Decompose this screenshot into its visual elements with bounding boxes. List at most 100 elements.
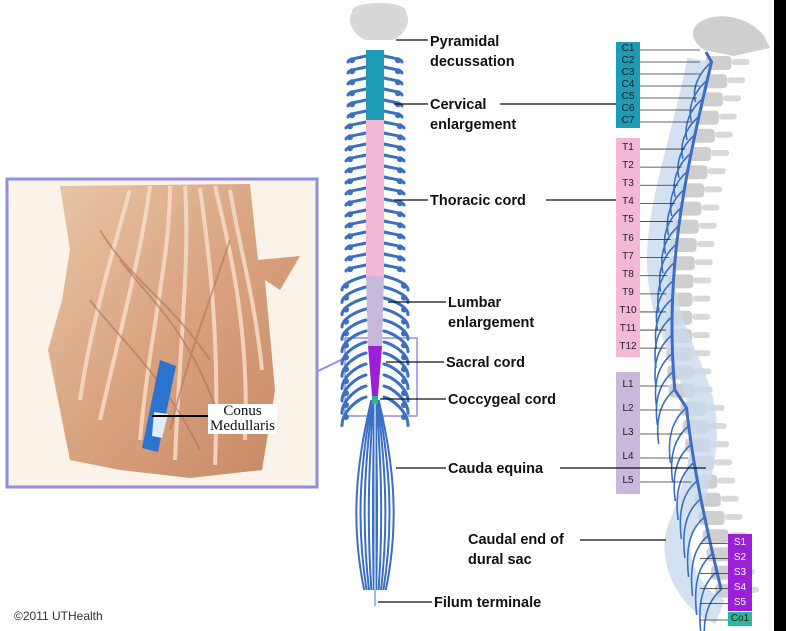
ganglion xyxy=(347,145,353,152)
spine-nerve xyxy=(673,443,692,502)
spine-nerve xyxy=(686,516,706,578)
ganglion xyxy=(343,282,349,289)
ganglion xyxy=(347,200,353,207)
segment-block-sacral xyxy=(728,534,752,611)
ganglion xyxy=(397,222,403,229)
ganglion xyxy=(397,211,403,218)
spine-nerve xyxy=(663,206,682,255)
label-coccygeal-cord: Coccygeal cord xyxy=(448,392,556,408)
ganglion xyxy=(347,211,353,218)
segment-label: C2 xyxy=(621,55,635,66)
segment-label: T7 xyxy=(622,250,634,262)
vertebra-process xyxy=(718,113,737,120)
ganglion xyxy=(401,318,407,325)
nerve-root xyxy=(340,274,368,292)
cord-lumbar xyxy=(366,276,384,346)
segment-label: T12 xyxy=(619,341,637,353)
spine-nerve xyxy=(685,97,704,141)
vertebra-process xyxy=(692,295,711,302)
label-line: Medullaris xyxy=(210,418,275,434)
ganglion xyxy=(395,57,401,64)
nerve-root xyxy=(340,351,368,378)
cord-thoracic xyxy=(366,120,384,276)
segment-label: L1 xyxy=(622,379,634,390)
ganglion xyxy=(397,255,403,262)
ganglion xyxy=(347,189,353,196)
ganglion xyxy=(395,90,401,97)
ganglion xyxy=(347,156,353,163)
nerve-root xyxy=(344,219,368,229)
label-caudal-end-dural-sac: Caudal end of dural sac xyxy=(468,530,564,570)
cauda-strand xyxy=(359,399,374,591)
nerve-root xyxy=(344,252,368,262)
nerve-root xyxy=(340,318,368,341)
ganglion xyxy=(343,378,349,385)
ganglion xyxy=(347,123,353,130)
segment-label: C4 xyxy=(621,79,635,90)
ganglion xyxy=(397,266,403,273)
ganglion xyxy=(349,68,355,75)
vertebra-process xyxy=(714,459,733,466)
inset-frame xyxy=(5,177,319,489)
segment-label: Co1 xyxy=(730,613,750,624)
segment-block-thoracic xyxy=(616,138,640,358)
segment-label: L5 xyxy=(622,475,634,486)
nerve-root xyxy=(344,153,368,163)
segment-label: L4 xyxy=(622,451,634,462)
nerve-root xyxy=(382,274,410,292)
segment-label: S4 xyxy=(733,581,747,593)
vertebra-process xyxy=(694,259,713,266)
spine-nerve xyxy=(670,425,690,483)
nerve-root xyxy=(340,307,368,329)
ganglion xyxy=(401,294,407,301)
cauda-strand xyxy=(367,399,375,591)
segment-label: C3 xyxy=(621,67,635,78)
spine-nerve xyxy=(681,115,700,160)
cauda-strand xyxy=(355,399,373,591)
nerve-root xyxy=(382,131,406,141)
vertebra-process xyxy=(731,59,750,65)
segment-label: T2 xyxy=(622,160,634,172)
ganglion xyxy=(343,413,349,420)
label-line: enlargement xyxy=(430,117,517,133)
segment-label: C7 xyxy=(621,115,635,126)
ganglion xyxy=(343,294,349,301)
cord-cervical xyxy=(366,50,384,120)
nerve-root xyxy=(382,318,410,341)
nerve-root xyxy=(382,241,406,251)
spine-nerve xyxy=(656,388,676,445)
vertebra-process xyxy=(692,313,711,320)
spine-nerve xyxy=(661,225,680,274)
segment-label: T4 xyxy=(622,196,634,208)
label-line: decussation xyxy=(430,54,515,70)
segment-label: S5 xyxy=(733,596,747,608)
ganglion xyxy=(349,57,355,64)
spine-nerve xyxy=(669,170,689,217)
label-line: Pyramidal xyxy=(430,34,500,50)
segment-label: L3 xyxy=(622,427,634,438)
spine-nerve xyxy=(690,534,710,597)
cauda-strand xyxy=(376,399,391,591)
spine-nerve-roots xyxy=(654,51,723,631)
vertebra-process xyxy=(720,495,739,502)
ganglion xyxy=(343,354,349,361)
nerve-root xyxy=(344,208,368,218)
nerve-root xyxy=(382,384,410,415)
label-cauda-equina: Cauda equina xyxy=(448,461,544,477)
nerve-root xyxy=(382,208,406,218)
spine-nerve xyxy=(673,152,692,198)
vertebra-process xyxy=(692,332,711,338)
spine-nerve xyxy=(683,498,702,559)
segment-label: S1 xyxy=(733,536,747,548)
vertebra-process xyxy=(698,222,717,229)
ganglion xyxy=(397,244,403,251)
ganglion xyxy=(397,178,403,185)
nerve-root xyxy=(344,142,368,152)
cauda-strand xyxy=(363,399,374,591)
ganglion xyxy=(401,402,407,409)
vertebra-process xyxy=(711,150,730,156)
segment-column xyxy=(616,42,752,626)
ganglion xyxy=(349,101,355,108)
ganglion xyxy=(349,112,355,119)
nerve-root xyxy=(382,395,410,428)
